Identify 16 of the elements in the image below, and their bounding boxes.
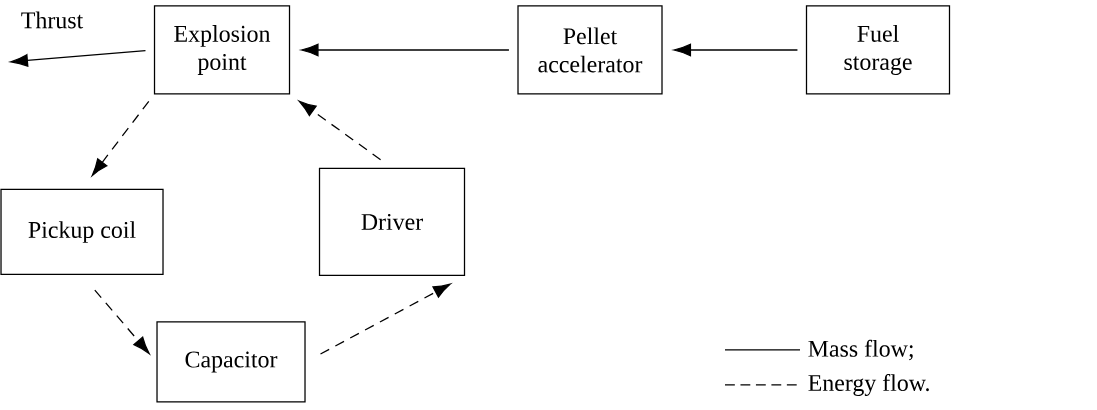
process-box: Pickup coil xyxy=(0,188,164,276)
arrow xyxy=(319,283,451,355)
process-box: Fuel storage xyxy=(805,5,951,95)
process-box: Explosion point xyxy=(153,5,291,95)
arrow xyxy=(300,43,510,57)
legend-label: Energy flow. xyxy=(808,374,929,396)
arrow xyxy=(10,50,147,67)
arrow xyxy=(298,100,382,161)
process-box: Pellet accelerator xyxy=(517,5,663,95)
edge-label: Thrust xyxy=(21,11,84,29)
process-box: Capacitor xyxy=(156,321,306,403)
arrow xyxy=(94,289,150,355)
process-box: Driver xyxy=(318,167,466,277)
arrow xyxy=(91,100,150,177)
arrow xyxy=(673,43,799,57)
legend-label: Mass flow; xyxy=(808,339,913,361)
